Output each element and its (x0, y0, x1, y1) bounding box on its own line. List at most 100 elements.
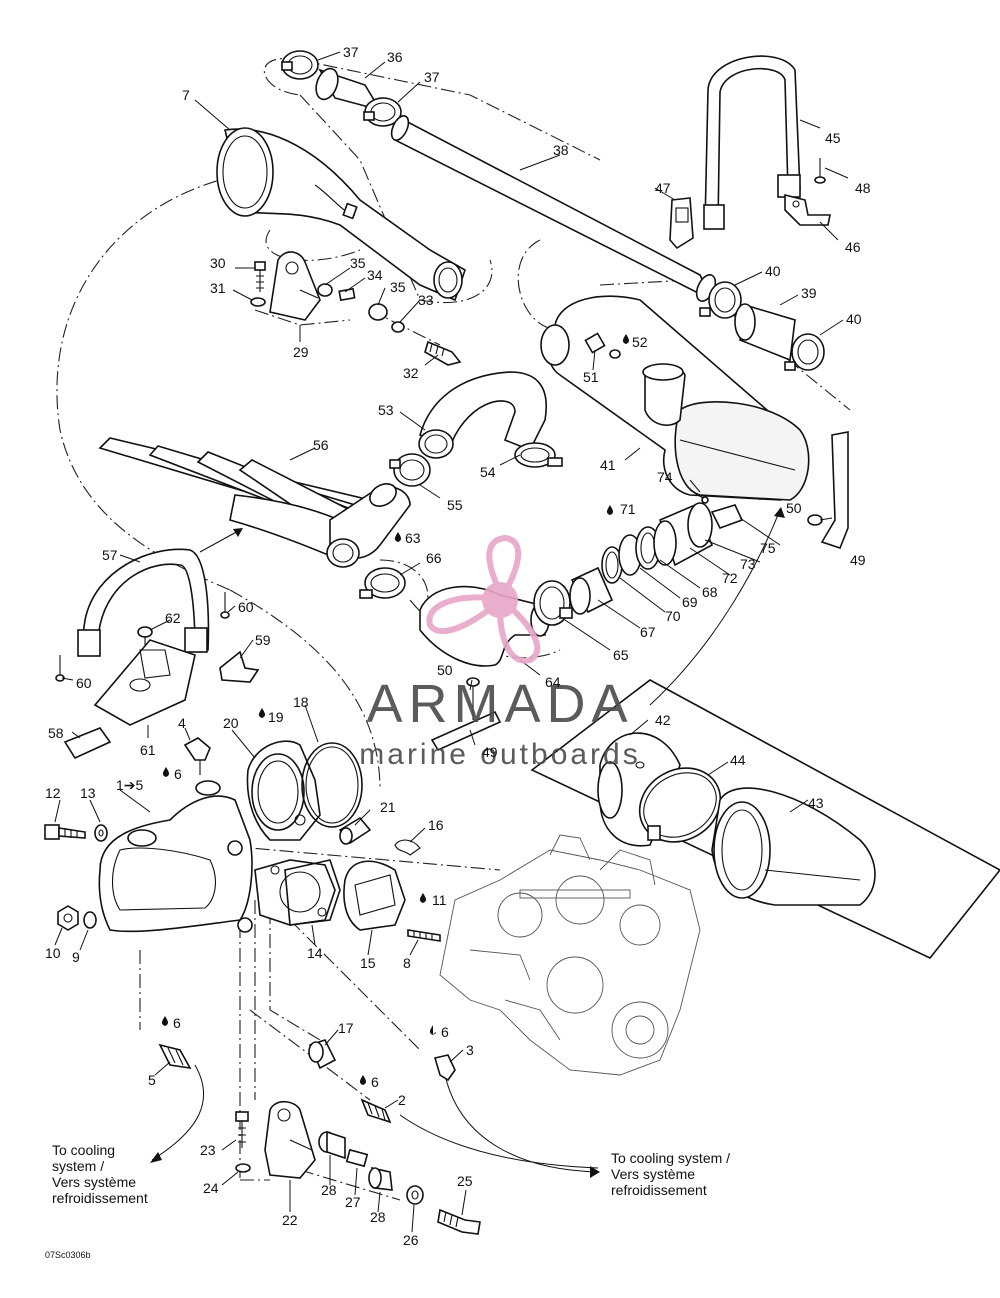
clip-58 (63, 727, 112, 760)
lubricant-markers (161, 334, 630, 1085)
armada-watermark: ARMADA marine outboards (359, 534, 638, 771)
label-36: 36 (387, 49, 403, 65)
clamp-44 (638, 767, 722, 843)
label-34: 34 (367, 267, 383, 283)
label-42: 42 (655, 712, 671, 728)
gasket-18 (301, 742, 363, 828)
strap-57 (77, 548, 210, 657)
drawing-code: 07Sc0306b (45, 1250, 91, 1260)
clamp-37-top (281, 50, 319, 80)
label-63: 63 (405, 530, 421, 546)
plate-75 (710, 504, 744, 529)
label-37b: 37 (424, 69, 440, 85)
label-22: 22 (282, 1212, 298, 1228)
exhaust-manifold-1 (98, 780, 336, 933)
droplet-icon (162, 767, 170, 777)
label-11: 11 (432, 892, 447, 908)
droplet-icon (359, 1075, 367, 1085)
screw-50-right (807, 514, 833, 526)
rave-valve-15 (343, 860, 406, 931)
label-46: 46 (845, 239, 861, 255)
clamp-65 (533, 580, 573, 626)
rivet-60-left (55, 655, 65, 682)
label-65: 65 (613, 647, 629, 663)
label-50a: 50 (786, 500, 802, 516)
label-21: 21 (380, 799, 396, 815)
label-14: 14 (307, 945, 323, 961)
label-35b: 35 (390, 279, 406, 295)
fitting-2 (360, 1098, 392, 1124)
rubber-sleeve-39 (734, 303, 796, 362)
clip-16 (394, 839, 421, 856)
bracket-46 (784, 193, 831, 226)
label-72: 72 (722, 570, 738, 586)
label-71: 71 (620, 501, 636, 517)
rubber-sleeve-36 (315, 67, 382, 112)
label-28b: 28 (370, 1209, 386, 1225)
muffler-41 (540, 295, 810, 501)
fitting-4 (183, 737, 211, 775)
droplet-icon (394, 532, 402, 542)
droplet-icon (161, 1016, 169, 1026)
droplet-icon (622, 334, 630, 344)
label-23: 23 (200, 1142, 216, 1158)
bracket-47 (669, 197, 694, 250)
tuned-pipe-56 (98, 437, 411, 568)
note-left-line-4: refroidissement (52, 1190, 148, 1206)
label-45: 45 (825, 130, 841, 146)
sleeve-21 (338, 816, 372, 845)
label-44: 44 (730, 752, 746, 768)
nut-10 (57, 905, 79, 931)
washer-31 (250, 297, 266, 307)
label-49b: 49 (482, 744, 498, 760)
label-39: 39 (801, 285, 817, 301)
label-26: 26 (403, 1232, 419, 1248)
leader-lines (54, 51, 849, 1233)
label-61: 61 (140, 742, 156, 758)
bracket-49-center (430, 710, 502, 752)
label-9: 9 (72, 949, 80, 965)
label-74: 74 (657, 469, 673, 485)
label-32: 32 (403, 365, 419, 381)
cooling-note-left: To cooling system / Vers système refroid… (52, 1142, 148, 1206)
label-40a: 40 (765, 263, 781, 279)
washer-9 (83, 911, 97, 929)
label-29: 29 (293, 344, 309, 360)
label-8: 8 (403, 955, 411, 971)
label-60a: 60 (76, 675, 92, 691)
strap-45 (703, 55, 801, 230)
label-13: 13 (80, 785, 96, 801)
label-6a: 6 (174, 766, 182, 782)
clamp-66 (359, 567, 406, 599)
label-73: 73 (740, 556, 756, 572)
label-10: 10 (45, 945, 61, 961)
bolt-25 (437, 1208, 481, 1235)
note-left-line-2: system / (52, 1158, 104, 1174)
label-18: 18 (293, 694, 309, 710)
propeller-logo (426, 534, 541, 664)
label-37a: 37 (343, 44, 359, 60)
label-41: 41 (600, 457, 616, 473)
silencer-43 (711, 787, 876, 906)
support-61 (93, 639, 196, 726)
label-27: 27 (345, 1194, 361, 1210)
screw-74 (689, 489, 709, 504)
stud-8 (407, 929, 441, 942)
spacer-28-upper (318, 1130, 346, 1160)
engine-outline (439, 834, 701, 1076)
label-4: 4 (178, 715, 186, 731)
label-12: 12 (45, 785, 61, 801)
label-53: 53 (378, 402, 394, 418)
rivet-60-right (220, 592, 230, 619)
label-38: 38 (553, 142, 569, 158)
label-35a: 35 (350, 255, 366, 271)
bracket-22 (264, 1100, 316, 1179)
label-66: 66 (426, 550, 442, 566)
clamp-54 (514, 442, 563, 468)
label-16: 16 (428, 817, 444, 833)
label-50b: 50 (437, 662, 453, 678)
label-30: 30 (210, 255, 226, 271)
gasket-14 (284, 859, 341, 926)
label-59: 59 (255, 632, 271, 648)
